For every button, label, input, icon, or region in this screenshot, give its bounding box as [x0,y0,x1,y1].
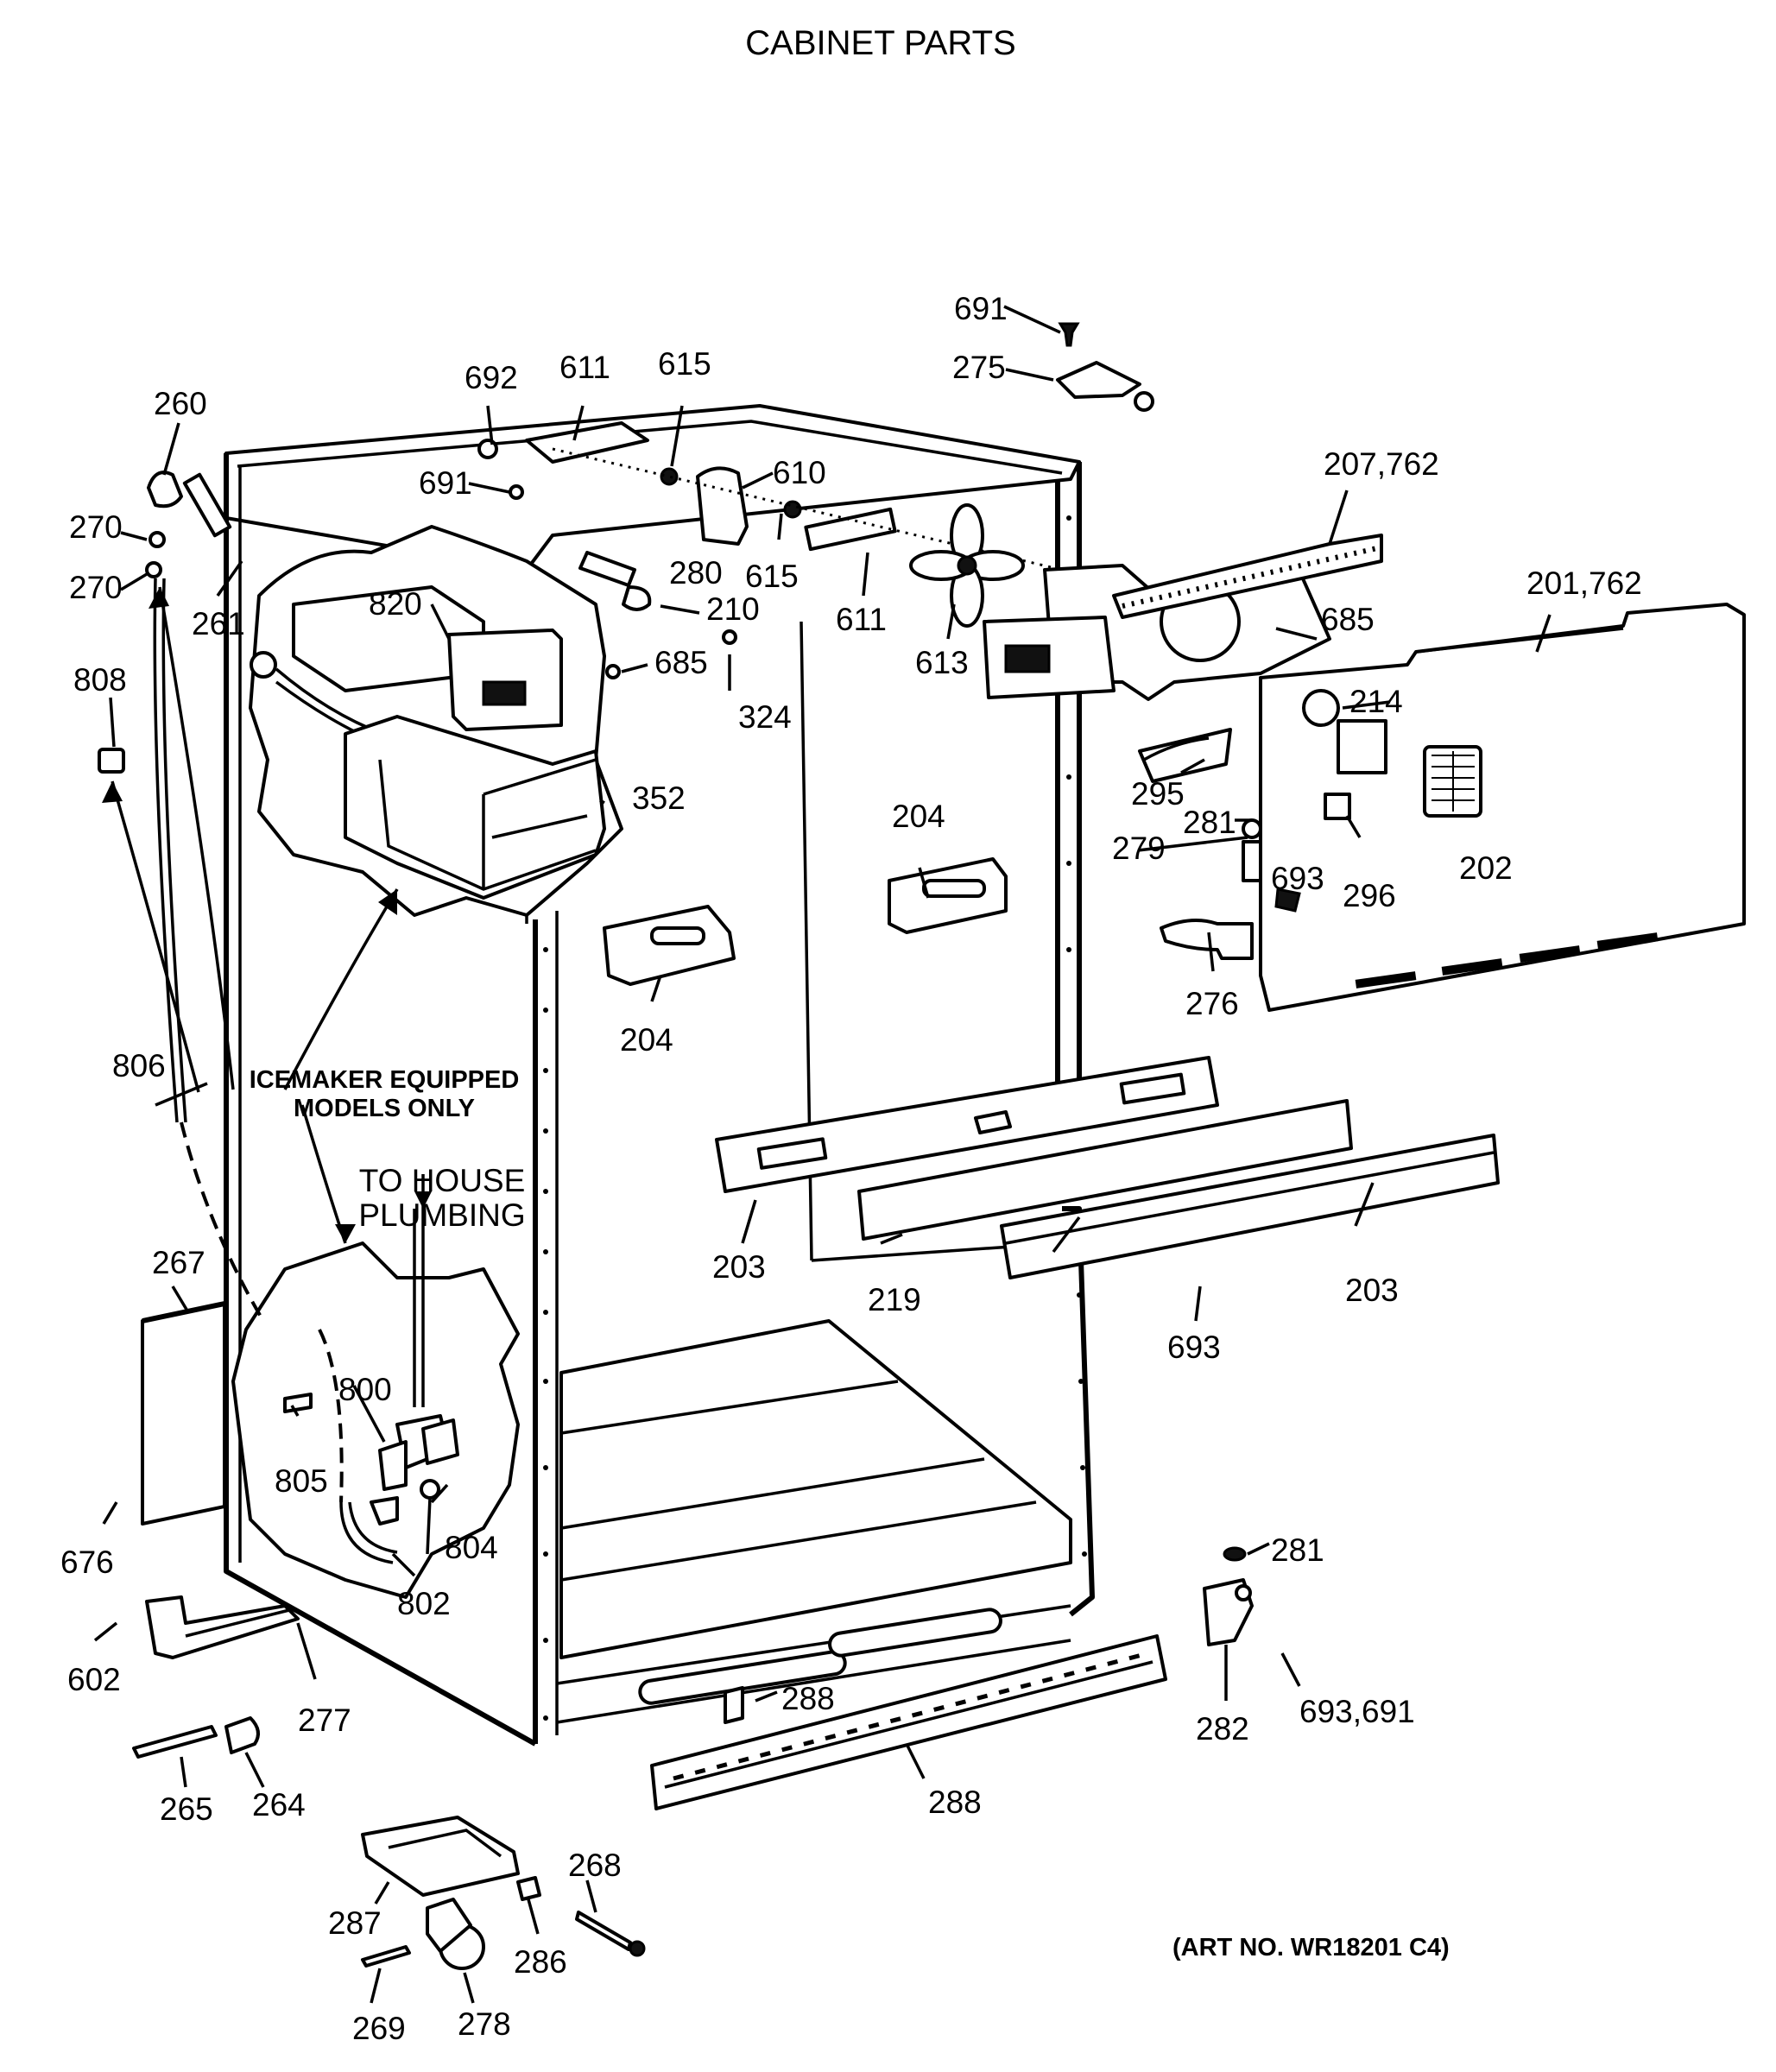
fan-blade [909,503,1025,628]
callout-268: 268 [568,1848,622,1883]
callout-270-top: 270 [69,509,123,545]
callout-805: 805 [275,1463,328,1499]
callout-685-left: 685 [654,645,708,680]
bracket-204-right [888,857,1008,934]
top-mounting-bracket [477,421,1063,679]
callout-676: 676 [60,1545,114,1580]
callout-296: 296 [1343,878,1396,913]
evaporator-heater [1112,534,1383,619]
callout-207-762: 207,762 [1324,446,1439,482]
roller-assembly-287-278 [361,1816,646,1970]
water-valve-cutaway [231,1209,520,1599]
callout-labels: 691 275 692 611 615 260 610 691 270 615 … [60,291,1642,2046]
callout-282: 282 [1196,1711,1249,1747]
callout-265: 265 [160,1791,213,1827]
callout-204-right: 204 [892,799,945,834]
callout-201-762: 201,762 [1526,565,1642,601]
callout-276: 276 [1185,986,1239,1021]
callout-269: 269 [352,2011,406,2046]
base-grille [650,1634,1167,1810]
callout-602: 602 [67,1662,121,1697]
hinge-275 [1056,322,1154,412]
callout-693-mid: 693 [1271,861,1324,896]
callout-210: 210 [706,591,760,627]
callout-278: 278 [458,2006,511,2042]
callout-280: 280 [669,555,723,591]
callout-288-small: 288 [781,1681,835,1716]
callout-691-top: 691 [954,291,1008,326]
trim-203-lower [1000,1134,1500,1279]
callout-281-lower: 281 [1271,1532,1324,1568]
rear-panel [1138,603,1746,1012]
callout-203-left: 203 [712,1249,766,1285]
callout-693-691: 693,691 [1299,1694,1415,1729]
callout-261: 261 [192,606,245,641]
roller-264-axle-265 [132,1716,260,1759]
ice-bucket [344,715,606,900]
callout-611-top: 611 [559,350,610,385]
callout-610: 610 [773,455,826,490]
panel-267 [141,1301,226,1526]
callout-800: 800 [338,1372,392,1407]
callout-260: 260 [154,386,207,421]
diagram-title: CABINET PARTS [745,24,1015,62]
art-number: (ART NO. WR18201 C4) [1172,1934,1450,1961]
trim-219 [857,1099,1353,1241]
callout-692: 692 [465,360,518,395]
callout-267: 267 [152,1245,205,1280]
callout-275: 275 [952,350,1006,385]
trim-203-upper [715,1056,1219,1193]
callout-691-mid: 691 [419,465,472,501]
callout-281-mid: 281 [1183,805,1236,840]
callout-324: 324 [738,699,792,735]
water-inlet-parts [98,471,344,1503]
callout-685-right: 685 [1321,602,1375,637]
callout-802: 802 [397,1586,451,1621]
callout-270-bottom: 270 [69,570,123,605]
callout-286: 286 [514,1944,567,1980]
callout-804: 804 [445,1530,498,1565]
callout-806: 806 [112,1048,166,1083]
callout-203-right: 203 [1345,1273,1399,1308]
callout-295: 295 [1131,776,1185,812]
plumbing-note-line1: TO HOUSE [359,1163,526,1198]
left-bracket-602 [145,1595,300,1659]
callout-204-left: 204 [620,1022,673,1058]
callout-611-mid: 611 [836,602,887,637]
callout-202: 202 [1459,850,1513,886]
icemaker-note-line2: MODELS ONLY [294,1095,475,1122]
callout-693-lower: 693 [1167,1330,1221,1365]
callout-288-grille: 288 [928,1785,982,1820]
callout-219: 219 [868,1282,921,1317]
callout-264: 264 [252,1787,306,1822]
bracket-204-left [603,905,736,986]
callout-615-mid: 615 [745,559,799,594]
callout-287: 287 [328,1905,382,1941]
callout-808: 808 [73,662,127,698]
callout-277: 277 [298,1702,351,1738]
icemaker-note-line1: ICEMAKER EQUIPPED [250,1066,520,1094]
callout-820: 820 [369,586,422,622]
callout-352: 352 [632,780,686,816]
callout-615-top: 615 [658,346,711,382]
hinge-282 [1203,1546,1254,1646]
callout-613: 613 [915,645,969,680]
leader-lines [93,305,1552,2004]
plumbing-note-line2: PLUMBING [358,1197,525,1233]
callout-214: 214 [1349,684,1403,719]
callout-279: 279 [1112,831,1166,866]
